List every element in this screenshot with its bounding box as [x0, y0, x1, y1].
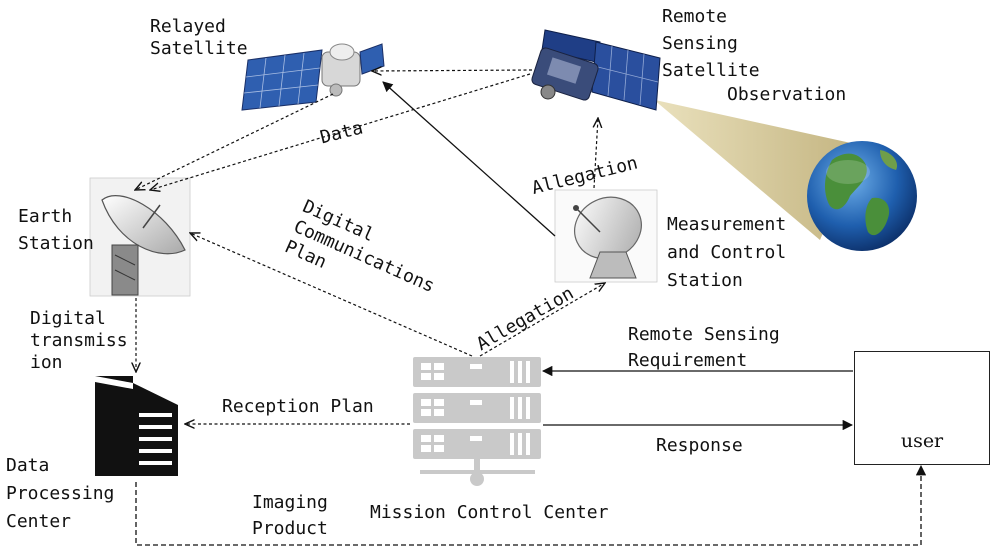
arrow-measurement-to-relay	[382, 81, 556, 237]
digital-transmission-label: Digital transmiss ion	[30, 308, 128, 374]
label-line: Sensing	[662, 33, 738, 54]
label-line: Data	[6, 455, 50, 476]
earth-globe-icon	[807, 141, 917, 251]
relayed-satellite-icon	[241, 43, 385, 111]
relayed-satellite-label: Relayed Satellite	[150, 16, 248, 60]
user-label: user	[900, 430, 944, 452]
label-line: Satellite	[150, 38, 248, 59]
label-line: Relayed	[150, 16, 226, 37]
reception-plan-label: Reception Plan	[222, 396, 374, 417]
remote-sensing-satellite-icon	[531, 29, 661, 111]
measurement-station-dish-icon	[554, 189, 658, 283]
mission-control-server-icon	[413, 357, 541, 486]
label-line: Station	[667, 270, 743, 291]
measurement-station-label: Measurement and Control Station	[667, 211, 786, 295]
label-line: Center	[6, 511, 72, 532]
arrow-mcc-to-measurement	[479, 283, 605, 357]
label-line: Processing	[6, 483, 115, 504]
response-label: Response	[656, 435, 743, 456]
imaging-product-label: Imaging Product	[252, 490, 328, 542]
remote-sensing-satellite-label: Remote Sensing Satellite	[662, 3, 760, 84]
observation-beam	[640, 88, 860, 240]
label-line: Digital	[30, 308, 106, 329]
label-line: Station	[18, 233, 94, 254]
arrow-measurement-to-rs-sat	[594, 118, 598, 189]
earth-station-label: Earth Station	[18, 203, 94, 257]
label-line: Requirement	[628, 350, 748, 371]
observation-label: Observation	[727, 84, 847, 105]
label-line: ion	[30, 352, 63, 373]
arrow-rs-sat-to-earth-station	[150, 73, 531, 190]
user-box: user	[854, 351, 990, 465]
arrow-relay-to-earth-station	[135, 93, 334, 190]
remote-sensing-requirement-label: Remote Sensing Requirement	[628, 322, 780, 374]
data-processing-building-icon	[95, 376, 178, 476]
mission-control-label: Mission Control Center	[370, 502, 609, 523]
label-line: Earth	[18, 206, 73, 227]
label-line: and Control	[667, 242, 787, 263]
earth-station-dish-icon	[89, 177, 191, 297]
arrow-rs-sat-to-relay	[372, 70, 533, 71]
label-line: transmiss	[30, 330, 128, 351]
label-line: Measurement	[667, 214, 787, 235]
label-line: Remote	[662, 6, 728, 27]
arrow-mcc-to-earth-station	[190, 233, 473, 357]
label-line: Satellite	[662, 60, 760, 81]
label-line: Product	[252, 518, 328, 539]
label-line: Imaging	[252, 492, 328, 513]
label-line: Remote Sensing	[628, 324, 780, 345]
data-processing-label: Data Processing Center	[6, 452, 114, 536]
